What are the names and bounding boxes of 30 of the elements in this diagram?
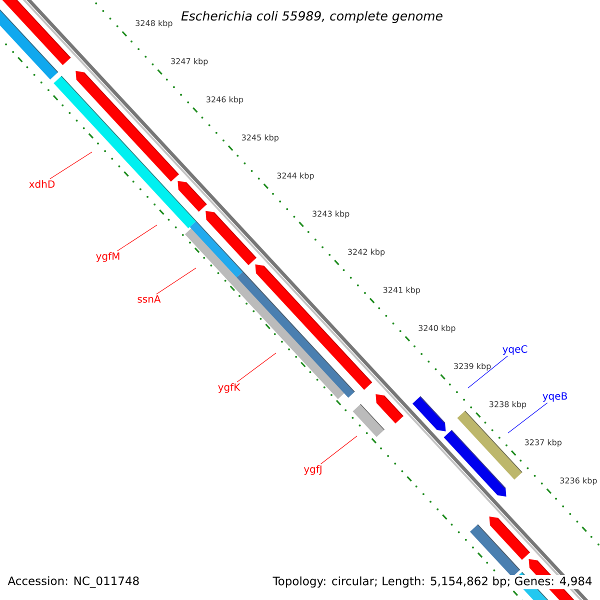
gene-label: xdhD <box>29 180 55 188</box>
tick-label: 3240 kbp <box>418 324 456 333</box>
tick-label: 3239 kbp <box>454 362 491 371</box>
leader-line <box>508 402 548 434</box>
tick-label: 3242 kbp <box>348 248 385 256</box>
title: Escherichia coli 55989, complete genome <box>181 10 442 24</box>
gene-label: ygfK <box>218 383 240 393</box>
leader-line <box>236 352 276 382</box>
genome-info-text: Topology: circular; Length: 5,154,862 bp; Genes: 4,984 <box>271 574 594 590</box>
tick-label: 3243 kbp <box>312 210 350 218</box>
leader-line <box>50 152 92 180</box>
tick-label: 3246 kbp <box>206 96 244 104</box>
tick-label: 3241 kbp <box>383 286 420 294</box>
leader-line <box>468 356 508 388</box>
tick-label: 3248 kbp <box>136 20 172 28</box>
tick-label: 3244 kbp <box>277 172 314 180</box>
gene-label: ssnA <box>138 295 161 303</box>
gene-label: yqeB <box>542 392 567 402</box>
tick-label: 3238 kbp <box>490 401 526 409</box>
tick-label: 3247 kbp <box>171 58 208 66</box>
tick-label: 3237 kbp <box>524 439 562 447</box>
leader-line <box>116 224 158 252</box>
gene-label: ygfM <box>96 252 120 262</box>
leader-line <box>156 268 196 294</box>
gene-label: ygfJ <box>304 465 322 475</box>
accession-text: Accession: NC_011748 <box>6 574 142 590</box>
tick-label: 3245 kbp <box>242 134 279 142</box>
tick-label: 3236 kbp <box>560 477 597 486</box>
gene-label: yqeC <box>502 345 528 355</box>
leader-line <box>320 436 358 464</box>
